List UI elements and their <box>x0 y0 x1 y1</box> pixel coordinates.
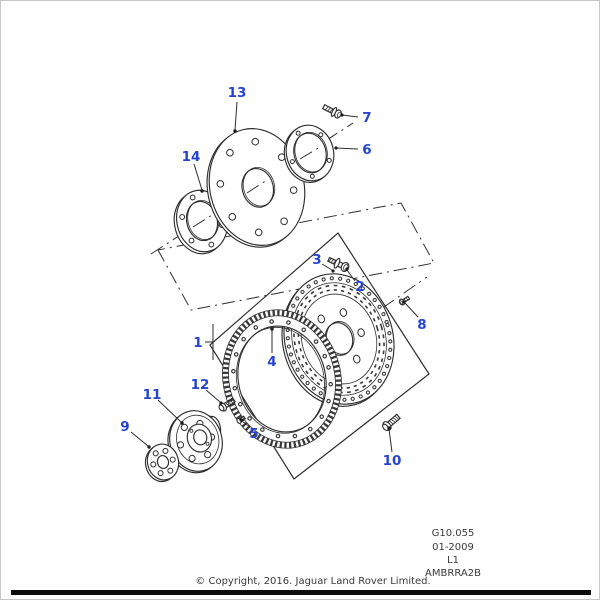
leader-line <box>241 420 251 428</box>
leader-dot <box>147 445 151 449</box>
callout-label-11[interactable]: 11 <box>143 387 162 403</box>
leader-line <box>341 114 359 118</box>
leader-line <box>335 147 359 150</box>
callout-1[interactable]: 1 <box>193 324 214 360</box>
axis-segment-through-6 <box>299 146 321 160</box>
callout-label-4[interactable]: 4 <box>267 354 276 370</box>
leader-line <box>130 431 149 447</box>
leader-dot <box>331 269 335 273</box>
leader-line <box>205 389 221 403</box>
leader-dot <box>387 426 391 430</box>
leader-dot <box>270 327 274 331</box>
leader-dot <box>239 418 243 422</box>
callout-14[interactable]: 14 <box>182 149 204 193</box>
drawing-ref: AMBRRA2B <box>425 568 481 579</box>
callout-4[interactable]: 4 <box>267 327 277 370</box>
axis-segment-through-13 <box>246 179 268 194</box>
footer-reference-block: G10.055 01-2009 L1 AMBRRA2B <box>425 528 481 579</box>
callout-3[interactable]: 3 <box>312 252 335 273</box>
callout-9[interactable]: 9 <box>120 419 151 449</box>
callout-label-7[interactable]: 7 <box>362 110 371 126</box>
callout-2[interactable]: 2 <box>345 267 365 295</box>
part-7-bolt <box>322 104 342 119</box>
callout-8[interactable]: 8 <box>402 300 427 333</box>
leader-dot <box>233 129 237 133</box>
callout-label-14[interactable]: 14 <box>182 149 201 165</box>
leader-line <box>404 302 419 318</box>
sheet-code: L1 <box>447 555 459 566</box>
leader-dot <box>345 267 349 271</box>
leader-dot <box>402 300 406 304</box>
callout-label-3[interactable]: 3 <box>312 252 321 268</box>
doc-date: 01-2009 <box>432 542 474 553</box>
callout-label-12[interactable]: 12 <box>191 377 210 393</box>
callout-6[interactable]: 6 <box>334 142 372 158</box>
callout-10[interactable]: 10 <box>383 426 402 469</box>
callout-label-8[interactable]: 8 <box>417 317 426 333</box>
leader-line <box>321 263 333 271</box>
part-9-spacer-plate <box>144 443 180 483</box>
callout-label-1[interactable]: 1 <box>193 335 202 351</box>
leader-dot <box>334 146 338 150</box>
leader-line <box>346 269 356 282</box>
part-4-ring-gear <box>222 309 342 449</box>
part-10-bolt <box>382 413 401 431</box>
flywheel-assembly-box <box>209 232 430 480</box>
part-3-bolt-and-washer <box>327 257 350 273</box>
callout-5[interactable]: 5 <box>239 418 259 442</box>
callout-label-6[interactable]: 6 <box>362 142 371 158</box>
leader-dot <box>200 189 204 193</box>
doc-code: G10.055 <box>432 528 475 539</box>
callout-label-13[interactable]: 13 <box>228 85 247 101</box>
callout-label-5[interactable]: 5 <box>249 426 258 442</box>
leader-line <box>388 428 393 453</box>
leader-dot <box>219 401 223 405</box>
footer-rule-bar <box>11 590 591 595</box>
callout-label-10[interactable]: 10 <box>383 453 402 469</box>
part-11-hub <box>167 410 223 474</box>
callout-13[interactable]: 13 <box>228 85 247 133</box>
leader-dot <box>180 421 184 425</box>
leader-line <box>157 399 182 423</box>
leader-line <box>193 163 203 191</box>
part-8-bolt <box>398 295 411 306</box>
leader-line <box>234 101 238 131</box>
copyright-text: © Copyright, 2016. Jaguar Land Rover Lim… <box>195 576 430 587</box>
axis-segment-through-14 <box>192 214 213 228</box>
callout-label-2[interactable]: 2 <box>355 279 364 295</box>
callout-7[interactable]: 7 <box>340 110 372 126</box>
callout-12[interactable]: 12 <box>191 377 223 405</box>
callout-11[interactable]: 11 <box>143 387 184 425</box>
callout-label-9[interactable]: 9 <box>120 419 129 435</box>
leader-dot <box>340 113 344 117</box>
